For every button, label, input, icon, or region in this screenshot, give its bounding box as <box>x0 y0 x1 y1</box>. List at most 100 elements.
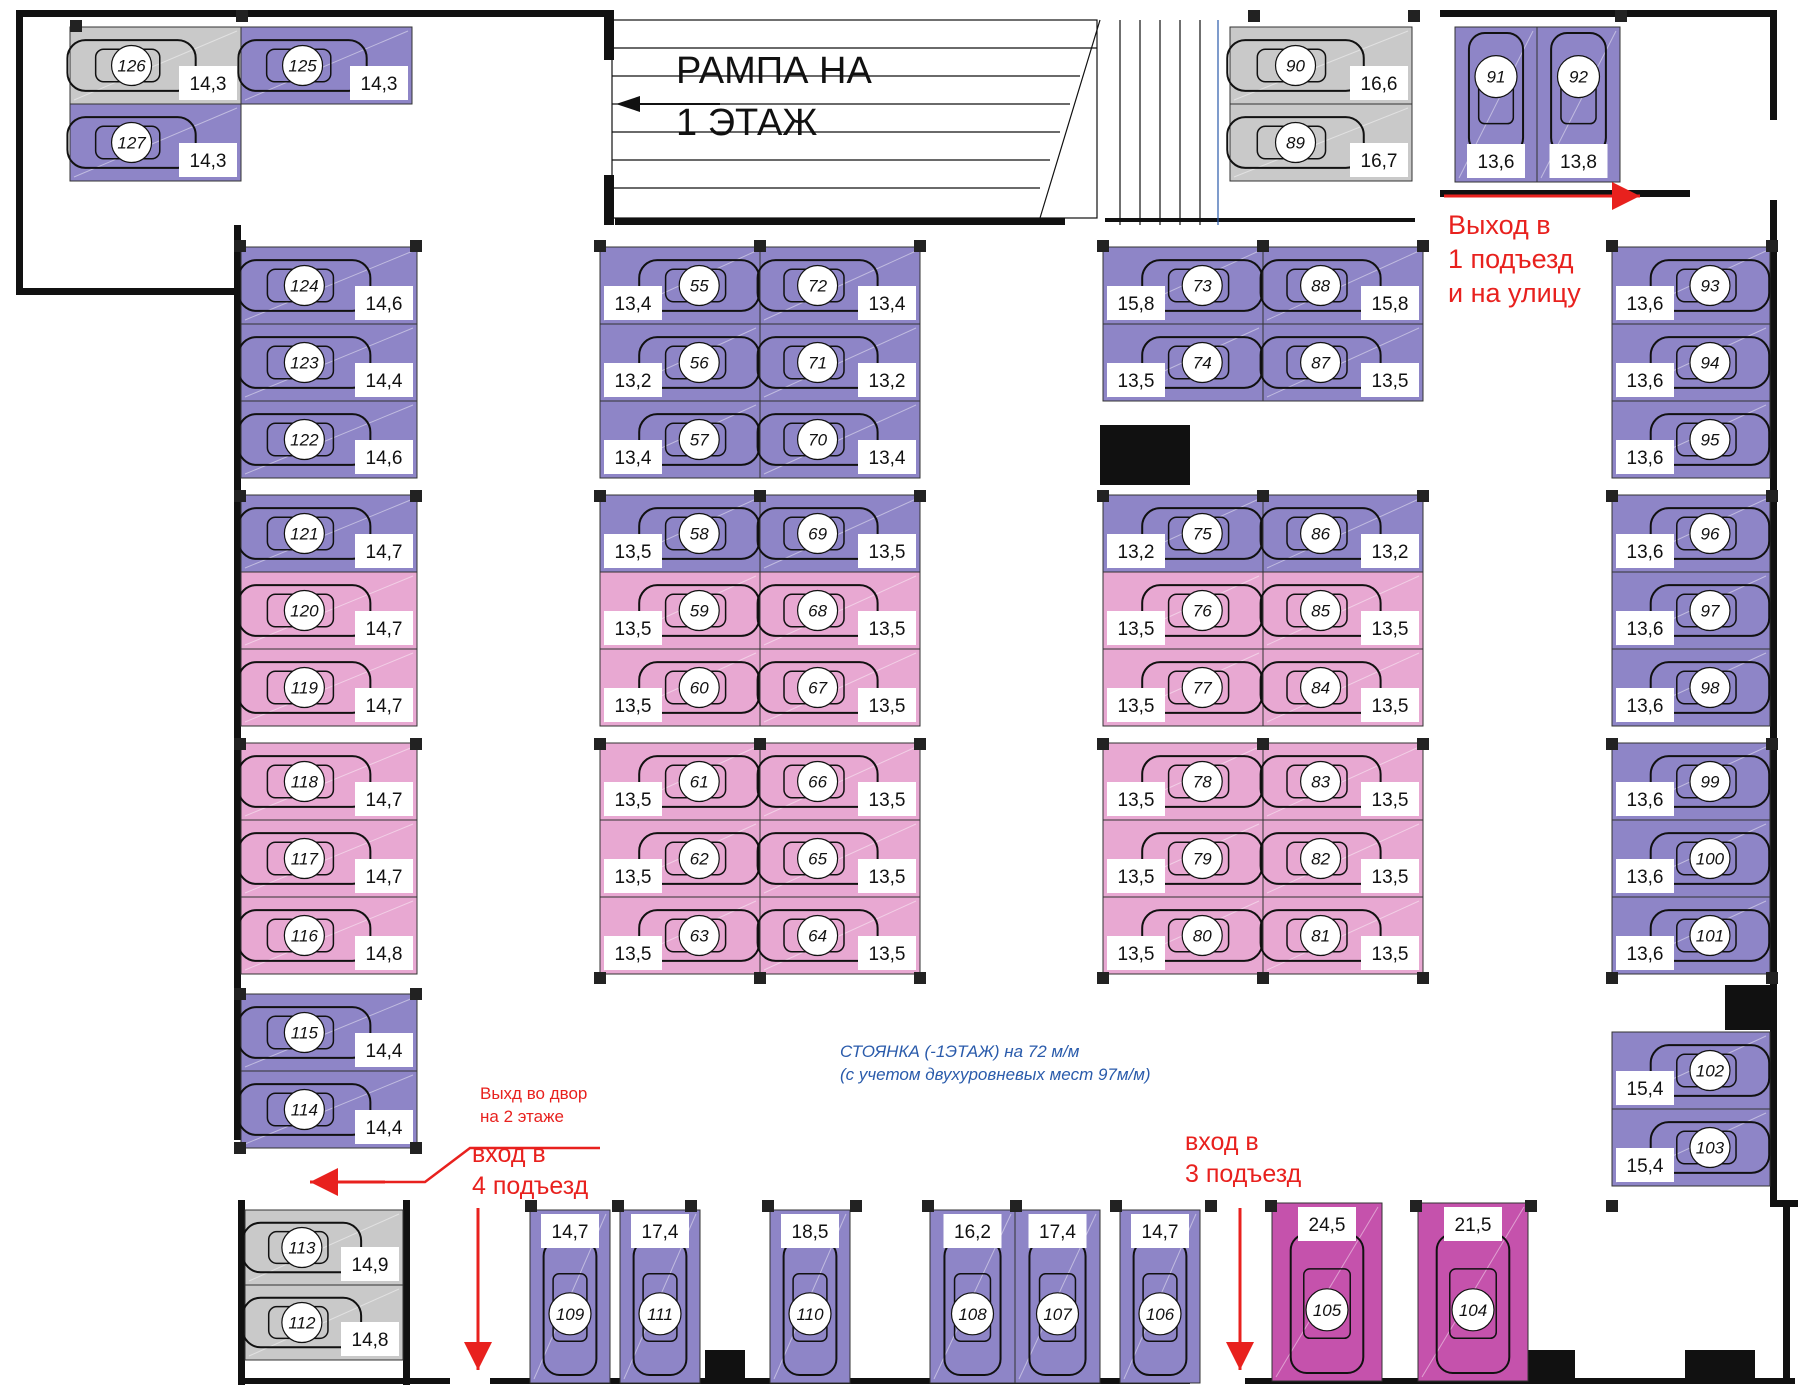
spot-area-box <box>604 363 662 397</box>
column <box>1525 1200 1537 1212</box>
column <box>234 988 246 1000</box>
spot-number-badge <box>1689 264 1731 307</box>
car-outline-icon <box>638 661 761 714</box>
spot-area-value: 17,4 <box>1039 1222 1076 1243</box>
spot-area-box <box>858 859 916 893</box>
spot-area-box <box>858 440 916 474</box>
spot-area-box <box>355 936 413 970</box>
spot-area-value: 13,4 <box>869 294 906 315</box>
car-outline-icon <box>237 1006 372 1059</box>
spot-number: 91 <box>1487 68 1506 87</box>
spot-number: 58 <box>690 525 709 544</box>
spot-number-badge <box>283 1088 325 1131</box>
spot-area-value: 13,6 <box>1627 790 1664 811</box>
spot-number: 90 <box>1286 57 1305 76</box>
arrow-head-icon <box>464 1342 492 1370</box>
car-outline-icon <box>638 909 761 962</box>
spot-area-value: 13,2 <box>869 371 906 392</box>
spot-area-value: 13,6 <box>1627 448 1664 469</box>
car-outline-icon <box>237 755 372 808</box>
spot-area-box <box>1361 534 1419 568</box>
column <box>922 1200 934 1212</box>
spot-area-value: 14,7 <box>1142 1222 1179 1243</box>
spot-hatch <box>1266 652 1420 723</box>
spot-hatch <box>1266 746 1420 817</box>
column <box>914 490 926 502</box>
